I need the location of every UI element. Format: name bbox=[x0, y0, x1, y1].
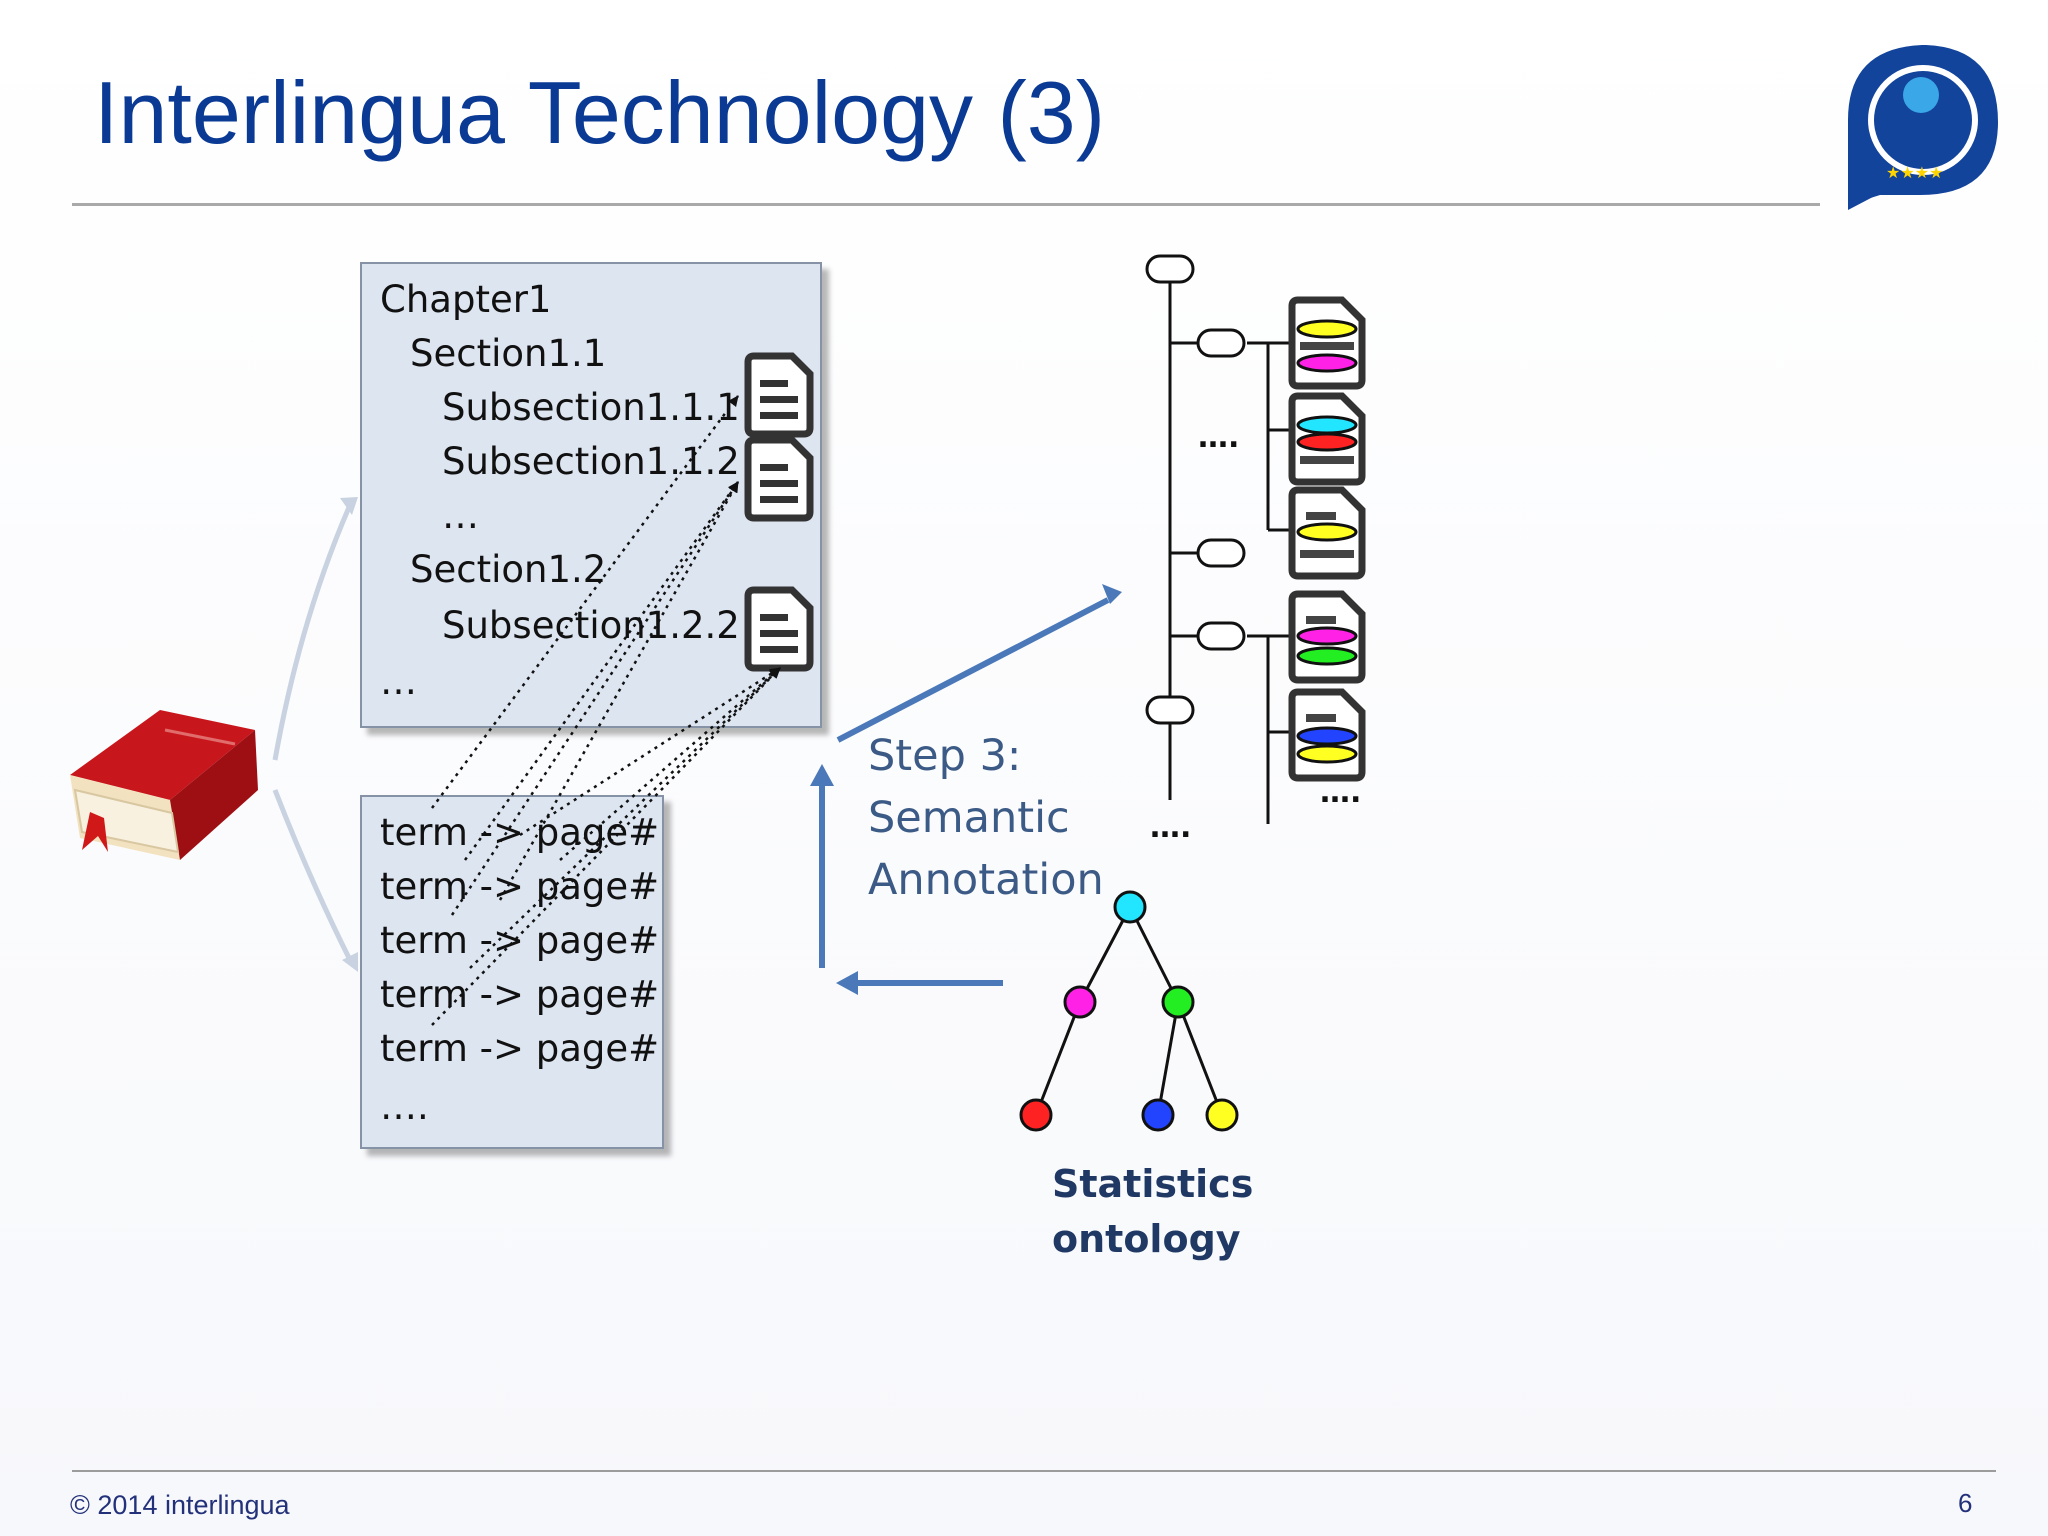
book-arrow-head-top bbox=[340, 497, 358, 515]
step-line: Semantic bbox=[868, 793, 1070, 843]
ontology-line: ontology bbox=[1052, 1217, 1241, 1261]
arrow-head-left bbox=[836, 971, 858, 995]
ontology-label: Statistics ontology bbox=[1052, 1157, 1253, 1267]
index-line: term -> page# bbox=[380, 919, 660, 962]
toc-box: Chapter1 Section1.1 Subsection1.1.1 Subs… bbox=[360, 262, 822, 728]
tree-node bbox=[1196, 621, 1246, 651]
step-label: Step 3: Semantic Annotation bbox=[868, 725, 1104, 911]
ontology-line: Statistics bbox=[1052, 1162, 1254, 1206]
index-line: term -> page# bbox=[380, 1027, 660, 1070]
tree-ellipsis-mid: …. bbox=[1198, 420, 1240, 455]
document-tree bbox=[1145, 254, 1290, 824]
svg-text:★★★★: ★★★★ bbox=[1886, 163, 1943, 182]
title-divider bbox=[72, 203, 1820, 206]
toc-line: … bbox=[380, 660, 417, 703]
ontology-graph bbox=[1019, 890, 1239, 1132]
logo-icon: ★★★★ bbox=[1848, 45, 1998, 210]
index-line: term -> page# bbox=[380, 973, 660, 1016]
tree-ellipsis-left: …. bbox=[1150, 810, 1192, 845]
index-line: term -> page# bbox=[380, 865, 660, 908]
tree-node bbox=[1145, 695, 1195, 725]
step-line: Step 3: bbox=[868, 731, 1022, 781]
tree-node bbox=[1196, 328, 1246, 358]
ontology-node bbox=[1019, 1098, 1053, 1132]
ontology-node bbox=[1141, 1098, 1175, 1132]
database-document-icon bbox=[1288, 296, 1366, 782]
ontology-node bbox=[1063, 985, 1097, 1019]
toc-line: Chapter1 bbox=[380, 278, 552, 321]
footer-divider bbox=[72, 1470, 1996, 1472]
tree-node bbox=[1196, 538, 1246, 568]
page-number: 6 bbox=[1958, 1488, 1973, 1518]
step-line: Annotation bbox=[868, 855, 1104, 905]
toc-line: Section1.1 bbox=[410, 332, 607, 375]
document-icon bbox=[744, 436, 814, 522]
document-icon bbox=[744, 352, 814, 438]
ontology-node bbox=[1161, 985, 1195, 1019]
tree-ellipsis-right: …. bbox=[1320, 775, 1362, 810]
index-line: term -> page# bbox=[380, 811, 660, 854]
index-line: …. bbox=[380, 1085, 429, 1128]
page-title: Interlingua Technology (3) bbox=[94, 63, 1106, 162]
ontology-node bbox=[1205, 1098, 1239, 1132]
arrow-head-up bbox=[810, 764, 834, 786]
book-arrow-head-bottom bbox=[342, 952, 358, 972]
toc-document-icons bbox=[744, 352, 814, 672]
index-box: term -> page# term -> page# term -> page… bbox=[360, 795, 664, 1149]
arrow-head-tree bbox=[1102, 584, 1122, 604]
ontology-node-root bbox=[1113, 890, 1147, 924]
document-icon bbox=[744, 586, 814, 672]
arrow-to-tree bbox=[836, 597, 1110, 743]
tree-node bbox=[1145, 254, 1195, 284]
flow-arrows bbox=[819, 597, 1110, 986]
footer-copyright: © 2014 interlingua bbox=[70, 1490, 290, 1520]
book-icon bbox=[70, 710, 258, 860]
book-split-arrows bbox=[272, 504, 353, 962]
